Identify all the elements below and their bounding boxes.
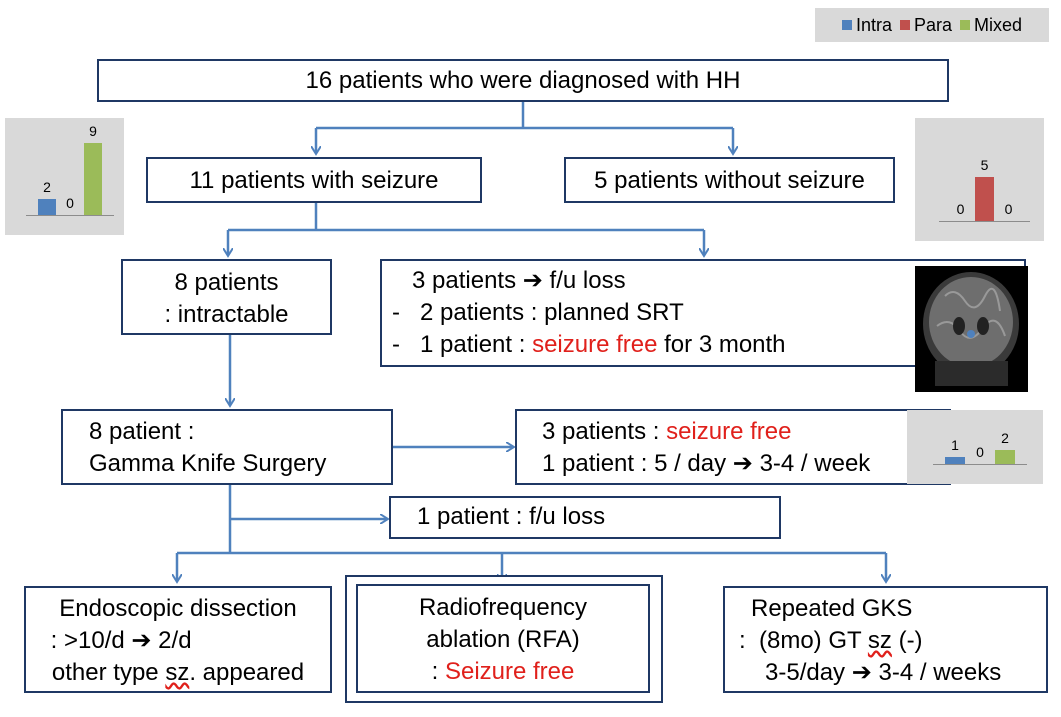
box-repeated-gks-line2: : (8mo) GT sz (-) bbox=[739, 625, 1046, 657]
right-arrow-icon: ➔ bbox=[732, 450, 753, 477]
right-arrow-icon: ➔ bbox=[131, 627, 152, 654]
box-with-seizure: 11 patients with seizure bbox=[146, 157, 482, 203]
gks-result-seizure-free: seizure free bbox=[666, 418, 792, 445]
box-endoscopic: Endoscopic dissection : >10/d ➔ 2/d othe… bbox=[24, 586, 332, 693]
mri-brain-drawing bbox=[923, 272, 1019, 386]
repeated-gks-line3-prefix: 3-5/day bbox=[765, 659, 852, 686]
box-gks-result-line2: 1 patient : 5 / day ➔ 3-4 / week bbox=[542, 448, 949, 480]
box-followup-loss-line1: 3 patients ➔ f/u loss bbox=[392, 265, 1024, 297]
box-followup-loss-line3: - 1 patient : seizure free for 3 month bbox=[392, 329, 1024, 361]
legend-item-intra: Intra bbox=[841, 8, 892, 42]
mini-chart-bar bbox=[38, 199, 56, 215]
legend-label-intra: Intra bbox=[855, 15, 892, 35]
box-gks-line1: 8 patient : bbox=[89, 418, 195, 445]
rfa-line3-prefix: : bbox=[431, 658, 445, 685]
gks-result-line2-suffix: 3-4 / week bbox=[752, 450, 871, 477]
mri-brain-image bbox=[915, 266, 1028, 392]
box-intractable-line1: 8 patients bbox=[174, 269, 279, 296]
mini-chart-value-label: 0 bbox=[976, 444, 984, 460]
mini-chart-value-label: 5 bbox=[980, 157, 989, 173]
legend-swatch-intra bbox=[841, 20, 852, 30]
endoscopic-line2-suffix: 2/d bbox=[151, 627, 192, 654]
box-gks-result-line1: 3 patients : seizure free bbox=[542, 416, 949, 448]
gks-result-line2-prefix: 1 patient : 5 / day bbox=[542, 450, 733, 477]
followup-line3-suffix: for 3 month bbox=[657, 331, 786, 358]
box-gks: 8 patient : Gamma Knife Surgery bbox=[61, 409, 393, 485]
mini-chart-value-label: 9 bbox=[89, 123, 97, 139]
followup-loss-count: 3 patients bbox=[412, 267, 523, 294]
legend-item-mixed: Mixed bbox=[960, 8, 1022, 42]
mini-chart-value-label: 1 bbox=[951, 437, 959, 453]
legend-label-mixed: Mixed bbox=[974, 15, 1023, 35]
box-without-seizure-text: 5 patients without seizure bbox=[594, 167, 865, 194]
mini-chart-no-seizure: 0 5 0 bbox=[915, 118, 1044, 241]
followup-line3-prefix: - 1 patient : bbox=[392, 331, 533, 358]
repeated-gks-line2-suffix: (-) bbox=[891, 627, 923, 654]
mini-chart-axis bbox=[26, 215, 114, 216]
box-with-seizure-text: 11 patients with seizure bbox=[189, 167, 439, 194]
repeated-gks-line2-prefix: : (8mo) GT bbox=[739, 627, 868, 654]
box-endoscopic-line3: other type sz. appeared bbox=[26, 657, 330, 689]
mini-chart-bar bbox=[975, 177, 994, 221]
box-endoscopic-line2: : >10/d ➔ 2/d bbox=[26, 625, 330, 657]
box-intractable-line2: : intractable bbox=[164, 301, 289, 328]
box-gks-line2: Gamma Knife Surgery bbox=[89, 450, 327, 477]
mini-chart-value-label: 2 bbox=[43, 179, 51, 195]
box-gks-result: 3 patients : seizure free 1 patient : 5 … bbox=[515, 409, 951, 485]
box-endoscopic-line1: Endoscopic dissection bbox=[59, 595, 297, 622]
mini-chart-axis bbox=[933, 464, 1027, 465]
endoscopic-line3-sz: sz bbox=[165, 659, 190, 686]
endoscopic-line3-prefix: other type bbox=[51, 659, 166, 686]
right-arrow-icon: ➔ bbox=[851, 659, 872, 686]
box-repeated-gks-line3: 3-5/day ➔ 3-4 / weeks bbox=[739, 657, 1046, 689]
box-rfa: Radiofrequency ablation (RFA) : Seizure … bbox=[356, 584, 650, 693]
mini-chart-gks: 1 0 2 bbox=[907, 410, 1043, 484]
box-rfa-line1: Radiofrequency bbox=[418, 594, 588, 621]
mini-chart-value-label: 0 bbox=[956, 201, 965, 217]
legend-item-para: Para bbox=[899, 8, 953, 42]
rfa-seizure-free: Seizure free bbox=[444, 658, 575, 685]
right-arrow-icon: ➔ bbox=[522, 267, 543, 294]
mini-chart-bar bbox=[995, 450, 1015, 464]
box-intractable: 8 patients : intractable bbox=[121, 259, 332, 335]
mini-chart-bar bbox=[945, 457, 965, 464]
mini-chart-value-label: 2 bbox=[1001, 430, 1009, 446]
box-gks-loss-text: 1 patient : f/u loss bbox=[417, 503, 606, 530]
box-repeated-gks-line1: Repeated GKS bbox=[751, 595, 913, 622]
box-diagnosed-hh-text: 16 patients who were diagnosed with HH bbox=[305, 67, 741, 94]
mini-chart-bar bbox=[84, 143, 102, 215]
legend-swatch-para bbox=[899, 20, 910, 30]
box-without-seizure: 5 patients without seizure bbox=[564, 157, 895, 203]
mini-chart-value-label: 0 bbox=[66, 195, 74, 211]
legend: Intra Para Mixed bbox=[815, 8, 1049, 42]
mini-chart-value-label: 0 bbox=[1004, 201, 1013, 217]
box-rfa-line2: ablation (RFA) bbox=[426, 626, 580, 653]
box-repeated-gks: Repeated GKS : (8mo) GT sz (-) 3-5/day ➔… bbox=[723, 586, 1048, 693]
endoscopic-line2-prefix: : >10/d bbox=[44, 627, 132, 654]
box-diagnosed-hh: 16 patients who were diagnosed with HH bbox=[97, 59, 949, 102]
mini-chart-axis bbox=[939, 221, 1030, 222]
gks-result-line1-prefix: 3 patients : bbox=[542, 418, 667, 445]
box-rfa-line3: : Seizure free bbox=[358, 656, 648, 688]
box-gks-loss: 1 patient : f/u loss bbox=[389, 496, 781, 539]
repeated-gks-line3-suffix: 3-4 / weeks bbox=[871, 659, 1002, 686]
repeated-gks-line2-sz: sz bbox=[867, 627, 892, 654]
box-followup-loss-line2: - 2 patients : planned SRT bbox=[392, 299, 684, 326]
legend-swatch-mixed bbox=[960, 20, 971, 30]
endoscopic-line3-suffix: . appeared bbox=[189, 659, 305, 686]
legend-label-para: Para bbox=[913, 15, 953, 35]
followup-line3-seizure-free: seizure free bbox=[532, 331, 658, 358]
followup-loss-label: f/u loss bbox=[542, 267, 626, 294]
